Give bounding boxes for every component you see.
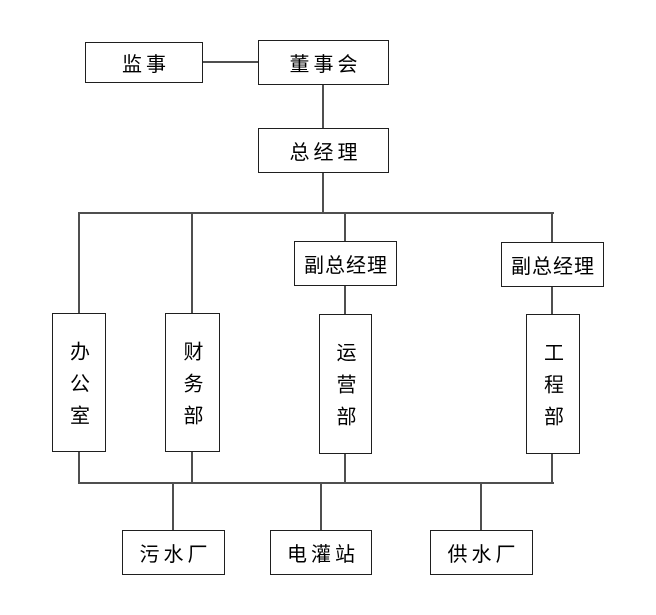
connector-operations-bus-bottom	[344, 454, 346, 482]
connector-supervisor-board	[203, 61, 258, 63]
node-board-of-directors: 董事会	[258, 40, 389, 85]
node-sewage-plant: 污水厂	[122, 530, 225, 575]
node-finance-dept: 财务部	[165, 313, 220, 452]
connector-bus-electric-irrigation-station	[320, 484, 322, 530]
node-electric-irrigation-station: 电灌站	[270, 530, 372, 575]
connector-general-manager-bus	[322, 173, 324, 213]
connector-bus-bottom	[78, 482, 554, 484]
node-engineering-dept: 工程部	[526, 314, 580, 454]
node-supervisor: 监事	[85, 42, 203, 83]
node-operations-dept: 运营部	[319, 314, 372, 454]
connector-finance-bus-bottom	[191, 452, 193, 482]
connector-bus-deputy-gm-2	[551, 213, 553, 242]
connector-deputy-gm-2-engineering	[551, 287, 553, 314]
connector-board-general-manager	[322, 85, 324, 128]
node-general-manager: 总经理	[258, 128, 389, 173]
connector-office-bus-bottom	[78, 452, 80, 482]
connector-engineering-bus-bottom	[551, 454, 553, 482]
node-deputy-general-manager-2: 副总经理	[501, 242, 604, 287]
connector-deputy-gm-1-operations	[344, 286, 346, 314]
connector-bus-deputy-gm-1	[344, 213, 346, 241]
connector-bus-sewage-plant	[172, 484, 174, 530]
node-office: 办公室	[52, 313, 106, 452]
node-deputy-general-manager-1: 副总经理	[294, 241, 397, 286]
connector-bus-finance	[191, 213, 193, 313]
connector-bus-office	[78, 213, 80, 313]
connector-bus-top	[78, 212, 554, 214]
connector-bus-water-supply-plant	[480, 484, 482, 530]
node-water-supply-plant: 供水厂	[430, 530, 533, 575]
